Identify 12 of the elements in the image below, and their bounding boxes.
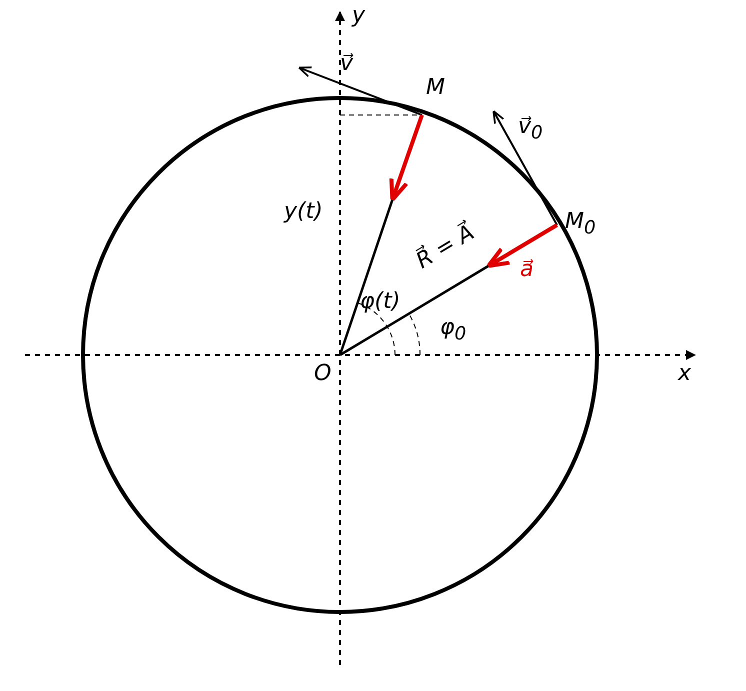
point-label: M (426, 76, 445, 100)
vector-label: R⃗ = A⃗ (412, 221, 479, 274)
axis-label: y (352, 4, 366, 28)
origin-label: O (314, 362, 332, 386)
vector-label: a⃗ (520, 258, 534, 282)
angle-label: φ$_{0}$ (440, 316, 466, 345)
angle-label: φ(t) (360, 290, 400, 314)
coordinate-label: y(t) (284, 200, 323, 224)
axis-label: x (678, 362, 692, 386)
point-label: M$_{0}$ (565, 210, 596, 239)
vector-label: v⃗$_{0}$ (518, 115, 543, 144)
vector-label: v⃗ (340, 52, 354, 76)
